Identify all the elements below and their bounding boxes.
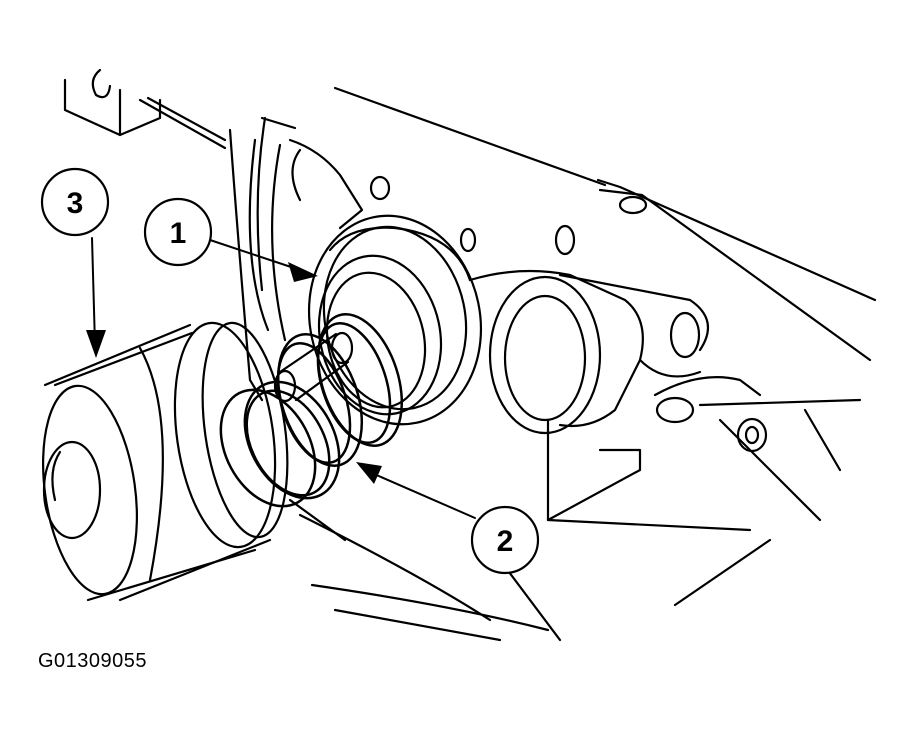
callout-label-2: 2 <box>497 525 514 558</box>
arrowheads <box>86 262 382 484</box>
callout-label-1: 1 <box>170 217 187 250</box>
accumulator-piston <box>42 321 289 602</box>
callout-circle-3 <box>40 167 110 237</box>
accumulator-bore <box>307 214 483 426</box>
callout-circle-1 <box>143 197 213 267</box>
callout-circle-2 <box>470 505 540 575</box>
bolt-holes <box>369 175 768 453</box>
callout-circles <box>40 167 540 575</box>
figure-id: G01309055 <box>38 650 148 672</box>
side-bore <box>488 275 602 435</box>
callout-label-3: 3 <box>67 187 84 220</box>
spring <box>219 313 404 508</box>
leader-lines <box>91 237 476 519</box>
transmission-case <box>63 68 877 642</box>
